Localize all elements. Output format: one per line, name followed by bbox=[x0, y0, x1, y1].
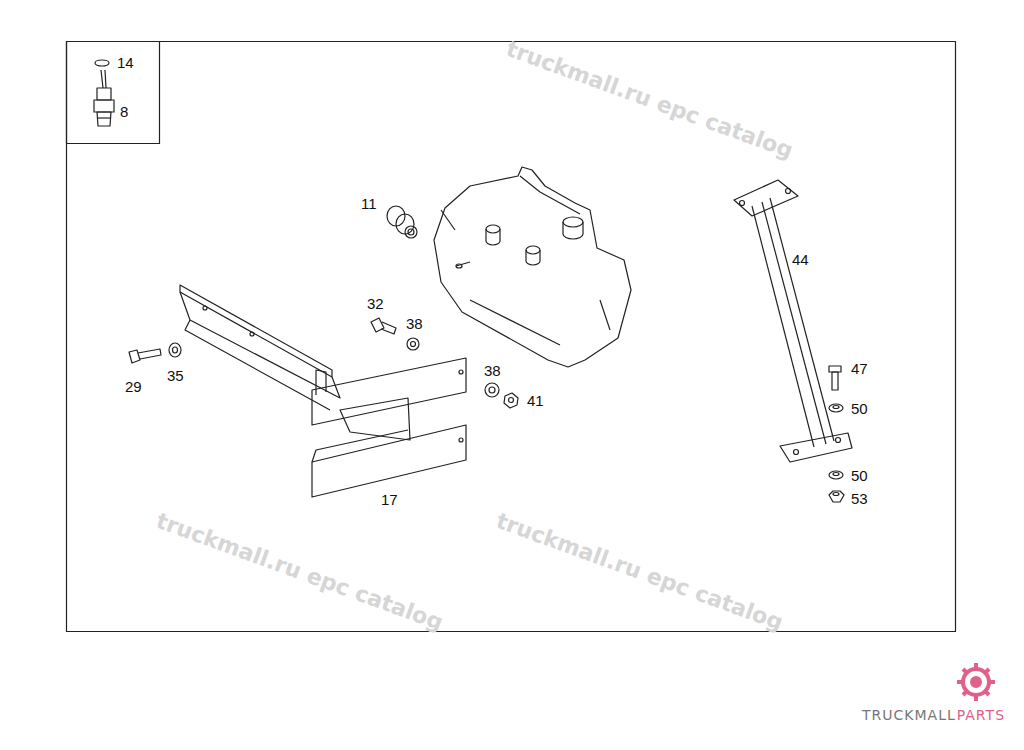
callout-number: 47 bbox=[851, 361, 868, 376]
bracket-drawing bbox=[180, 285, 466, 497]
callout-number: 50 bbox=[851, 401, 868, 416]
inset-frame bbox=[67, 42, 160, 144]
callout-number: 29 bbox=[125, 379, 142, 394]
logo-text: TRUCKMALL bbox=[862, 708, 956, 722]
fasteners-drawing bbox=[129, 318, 844, 502]
callout-number: 38 bbox=[484, 363, 501, 378]
watermark: truckmall.ru epc catalog bbox=[494, 510, 786, 634]
callout-number: 50 bbox=[851, 468, 868, 483]
logo-text: PARTS bbox=[957, 708, 1005, 722]
watermark: truckmall.ru epc catalog bbox=[154, 510, 446, 634]
callout-number: 41 bbox=[527, 393, 544, 408]
logo-gear bbox=[957, 663, 995, 701]
sensor-drawing bbox=[94, 60, 114, 126]
callout-number: 38 bbox=[406, 316, 423, 331]
callout-number: 17 bbox=[381, 492, 398, 507]
callout-number: 35 bbox=[167, 368, 184, 383]
callout-number: 11 bbox=[361, 196, 377, 211]
callout-number: 14 bbox=[117, 55, 134, 70]
grommet-drawing bbox=[387, 206, 417, 238]
watermark: truckmall.ru epc catalog bbox=[504, 38, 796, 162]
callout-number: 44 bbox=[792, 252, 809, 267]
callout-number: 32 bbox=[367, 296, 384, 311]
strut-drawing bbox=[734, 180, 852, 462]
callout-number: 8 bbox=[120, 104, 128, 119]
callout-number: 53 bbox=[851, 491, 868, 506]
tank-drawing bbox=[434, 167, 631, 367]
